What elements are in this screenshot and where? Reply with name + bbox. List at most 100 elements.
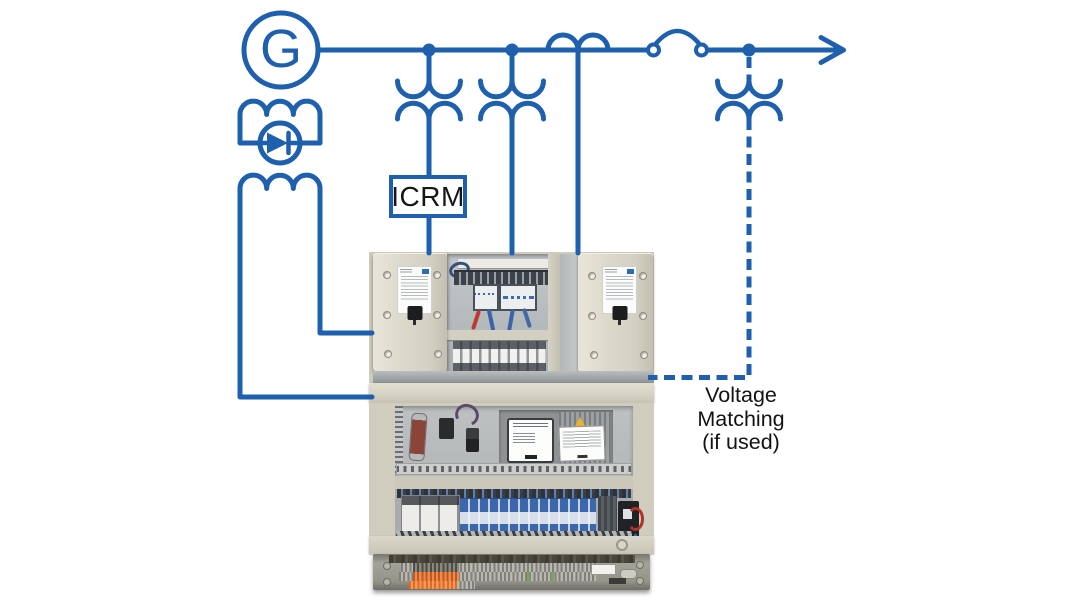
pt1-primary-winding [395, 78, 463, 100]
excitation-cabinet-photo [369, 252, 654, 598]
din-terminal-row [454, 270, 551, 285]
orange-terminal-segment [413, 572, 459, 581]
breaker-arc [653, 28, 702, 46]
exciter-winding-symbol [237, 98, 323, 146]
brand-logo-icon [627, 269, 634, 274]
diode-triangle-icon [267, 132, 288, 154]
vent-strip-horizontal [396, 463, 632, 475]
label-fine-print [605, 269, 617, 274]
breaker-contact-right [694, 42, 709, 58]
blue-terminal-block-row [460, 498, 596, 537]
blue-wire [507, 308, 515, 332]
vm-dashed-lead [648, 119, 752, 380]
breaker-contact-left [646, 42, 661, 58]
cabinet-upper-interior [447, 254, 578, 385]
interior-mid-rail [395, 476, 633, 489]
vent-strip-vertical [395, 406, 403, 473]
screw-icon [588, 272, 596, 280]
white-instruction-card [558, 425, 606, 462]
green-marker [551, 572, 554, 581]
screw-icon [636, 561, 644, 569]
dark-label [609, 578, 626, 584]
voltage-matching-label: Voltage Matching (if used) [681, 383, 801, 455]
interior-mid-rail [447, 330, 578, 340]
relay-module-wide [499, 284, 537, 311]
interior-side-strip [560, 254, 578, 382]
screw-icon [433, 271, 441, 279]
heatsink-recess [499, 410, 613, 465]
vertical-frame-bar [548, 254, 560, 382]
vm-pt-primary-winding [715, 78, 783, 100]
screw-icon [588, 312, 596, 320]
unit-label-card [397, 266, 432, 320]
fuse-holder [408, 412, 428, 462]
bottom-terminal-plate [373, 554, 650, 590]
interior-top-bar [458, 259, 558, 268]
red-wire [471, 309, 481, 331]
pt2-primary-winding [478, 78, 546, 100]
icrm-label: ICRM [391, 180, 465, 212]
din-rail-wiring [397, 489, 631, 498]
label-connector [407, 306, 422, 320]
junction-dot [742, 43, 756, 57]
terminal-strip-row [399, 572, 597, 581]
brand-logo-icon [422, 269, 429, 274]
label-barcode [524, 455, 537, 459]
screw-icon [640, 351, 648, 359]
black-component-block [439, 418, 454, 439]
white-module-label [507, 418, 554, 463]
screw-icon [384, 350, 392, 358]
screw-icon [636, 577, 644, 585]
label-barcode [577, 454, 588, 459]
label-logo-text [513, 433, 535, 443]
pt2-secondary-winding [478, 100, 546, 122]
screw-icon [383, 271, 391, 279]
left-controller-unit [373, 253, 447, 371]
label-fine-print [400, 269, 412, 274]
red-wire-loop [627, 507, 644, 531]
mounting-hole [616, 539, 628, 551]
screw-icon [383, 578, 391, 586]
terminal-strip-row [409, 581, 475, 589]
dark-terminal-segment [413, 563, 459, 572]
relay-module-small [473, 284, 499, 311]
black-component-block [466, 428, 479, 452]
warning-triangle-icon [575, 417, 585, 426]
label-text-lines [606, 276, 633, 301]
label-connector [612, 306, 627, 320]
vm-pt-secondary-winding [715, 100, 783, 122]
cabinet-lower-interior [395, 400, 644, 546]
screw-icon [434, 350, 442, 358]
screw-icon [383, 311, 391, 319]
wire-bundle-strip [389, 555, 635, 563]
blue-wire [486, 308, 496, 332]
generator-label: G [259, 19, 302, 79]
junction-dot [505, 43, 519, 57]
green-marker [527, 572, 530, 581]
icrm-module-box: ICRM [389, 175, 467, 218]
cabinet-bottom-band [369, 536, 654, 554]
cabinet-lower-panel [369, 400, 654, 554]
diode-leads [259, 130, 301, 156]
field-winding-symbol [237, 172, 375, 400]
purple-wire-loop [451, 400, 483, 430]
bus-arrow-icon [818, 35, 846, 65]
right-controller-unit [578, 253, 653, 372]
mounting-rail [373, 371, 654, 383]
unit-label-card [602, 266, 637, 320]
screw-icon [383, 562, 391, 570]
metal-clip [620, 569, 637, 579]
pt1-secondary-winding [395, 100, 463, 122]
rectifier-circle [257, 120, 303, 166]
terminal-strip-row [401, 563, 597, 572]
junction-dot [422, 43, 436, 57]
dark-component-block [598, 496, 617, 533]
voltage-matching-line1: Voltage [705, 383, 777, 407]
label-text-lines [401, 276, 428, 301]
label-text-lines [513, 423, 548, 428]
cabinet-divider-band [369, 383, 654, 403]
lower-component-row [395, 489, 644, 546]
voltage-matching-line3: (if used) [702, 430, 780, 454]
screw-icon [639, 272, 647, 280]
